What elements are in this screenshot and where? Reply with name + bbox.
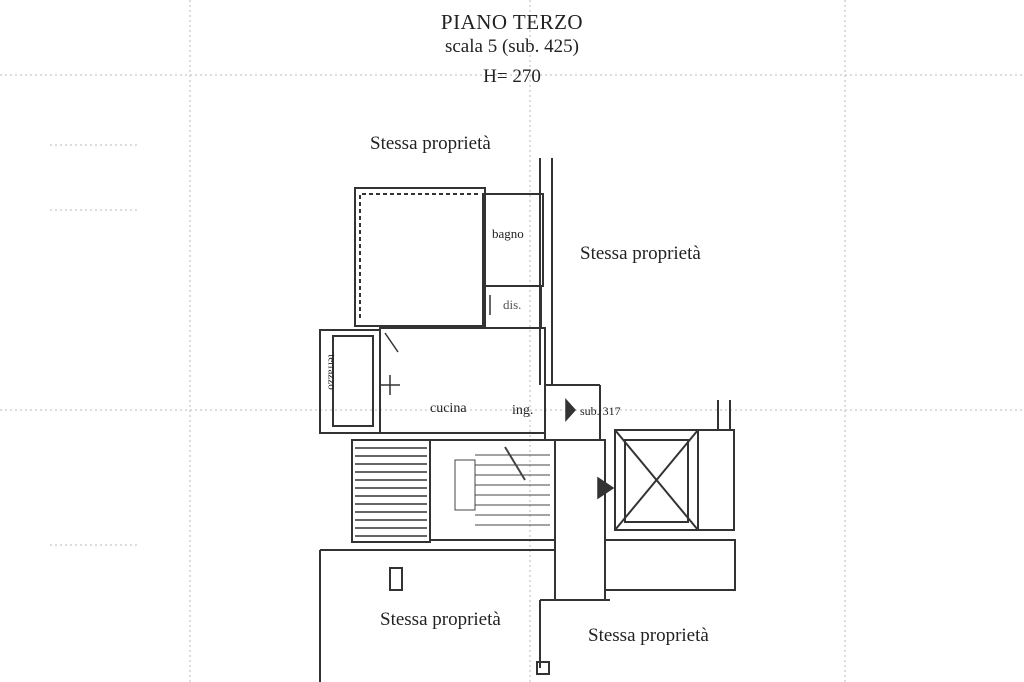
neighbor-top-label: Stessa proprietà xyxy=(370,133,491,154)
ceiling-height-label: H= 270 xyxy=(483,66,541,87)
room-ingresso-label: ing. xyxy=(512,403,534,418)
neighbor-right-label: Stessa proprietà xyxy=(580,243,701,264)
plan-title: PIANO TERZO xyxy=(440,10,584,34)
room-bagno-label: bagno xyxy=(492,226,524,241)
stair-treads-left xyxy=(355,447,427,537)
walls xyxy=(319,158,736,682)
room-dis-label: dis. xyxy=(503,297,522,312)
room-terrazzo-label: terrazzo xyxy=(325,354,338,390)
door-symbols xyxy=(380,295,615,500)
plan-subtitle: scala 5 (sub. 425) xyxy=(444,36,580,57)
sub-reference-label: sub. 317 xyxy=(580,404,621,418)
neighbor-bottom-left-label: Stessa proprietà xyxy=(380,609,501,630)
neighbor-bottom-right-label: Stessa proprietà xyxy=(588,625,709,646)
stair-treads-main xyxy=(454,446,550,526)
room-cucina-label: cucina xyxy=(430,401,467,416)
